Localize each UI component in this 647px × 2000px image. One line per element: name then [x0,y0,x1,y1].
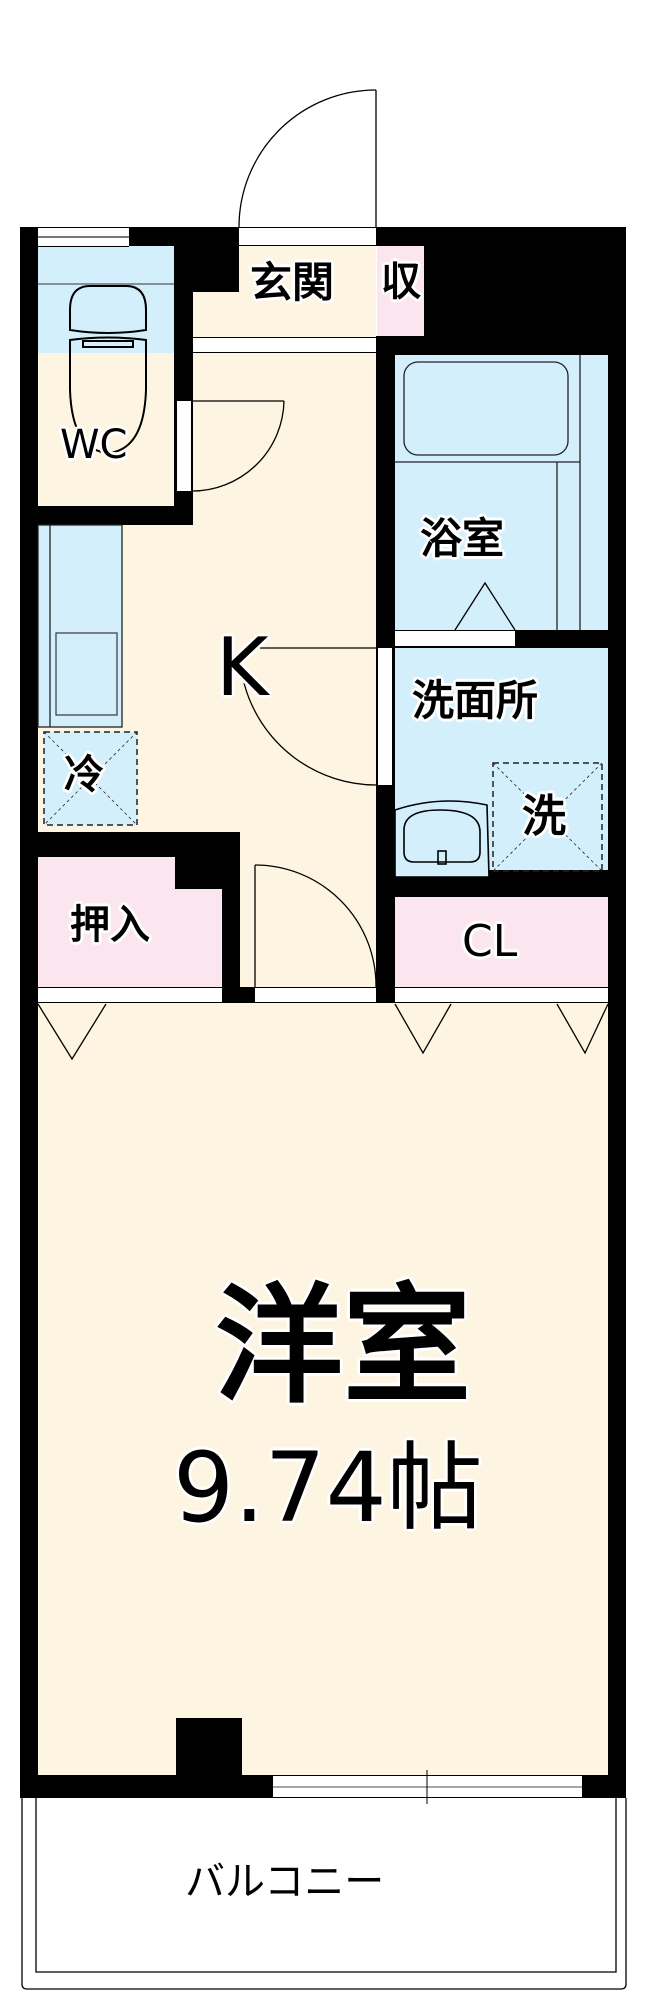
toilet-icon [69,285,147,455]
room-door-swing-icon [254,864,377,988]
kitchen-label: K [216,621,269,714]
genkan-label: 玄関 [250,258,335,307]
kitchen-counter [38,525,122,727]
kitchen-lower [240,832,376,987]
bottom-wall-left [20,1775,273,1798]
bath-top-wall [376,336,626,355]
balcony-label: バルコニー [185,1859,385,1905]
wc-label: WC [60,422,128,468]
storage-block-wall [424,227,626,336]
washer-space-icon [492,762,603,872]
kitchen-sink-icon [37,524,123,728]
bathroom-door-opening[interactable] [395,630,515,647]
bathroom-label: 浴室 [420,514,505,563]
oshiire-label: 押入 [70,902,150,948]
oshiire-door[interactable] [38,987,222,1003]
door-marker-icons [37,1003,609,1061]
bottom-wall-right [582,1775,626,1798]
washbasin-icon [394,800,490,878]
balcony-railing [21,1798,627,1990]
wc-door-opening[interactable] [176,401,192,491]
closet-door[interactable] [395,987,608,1003]
western-room-label: 洋室 [215,1272,472,1421]
storage-label: 収 [381,259,421,305]
fridge-space-icon [43,731,138,826]
western-room-size: 9.74帖 [173,1432,483,1544]
fridge-label: 冷 [64,752,104,798]
washer-label: 洗 [522,791,566,842]
outer-wall-left [20,227,38,1798]
entrance-door-swing-icon [238,89,377,228]
genkan-step [193,337,376,353]
entrance-door-opening[interactable] [239,227,376,246]
sliding-window-icon [273,1770,582,1804]
wc-door-swing-icon [191,400,285,492]
washroom-label: 洗面所 [412,676,539,725]
storage-room [377,246,424,336]
oshiire-right-wall [222,832,240,1003]
bathroom-room [395,355,608,630]
genkan-area [239,246,376,338]
bath-door-marker-icon [454,581,516,631]
bathtub-icon [395,355,581,630]
washroom-door-opening[interactable] [377,648,393,785]
partition-wall [222,987,255,1003]
room-door-opening[interactable] [255,987,376,1003]
washroom-door-swing-icon [243,647,378,786]
western-room [38,1003,608,1775]
closet-label: CL [462,916,518,967]
pillar [176,1718,242,1778]
genkan-step-area [193,292,239,338]
closet-room [395,897,608,987]
outer-wall-right [608,227,626,1798]
wc-bottom-wall [20,506,193,525]
